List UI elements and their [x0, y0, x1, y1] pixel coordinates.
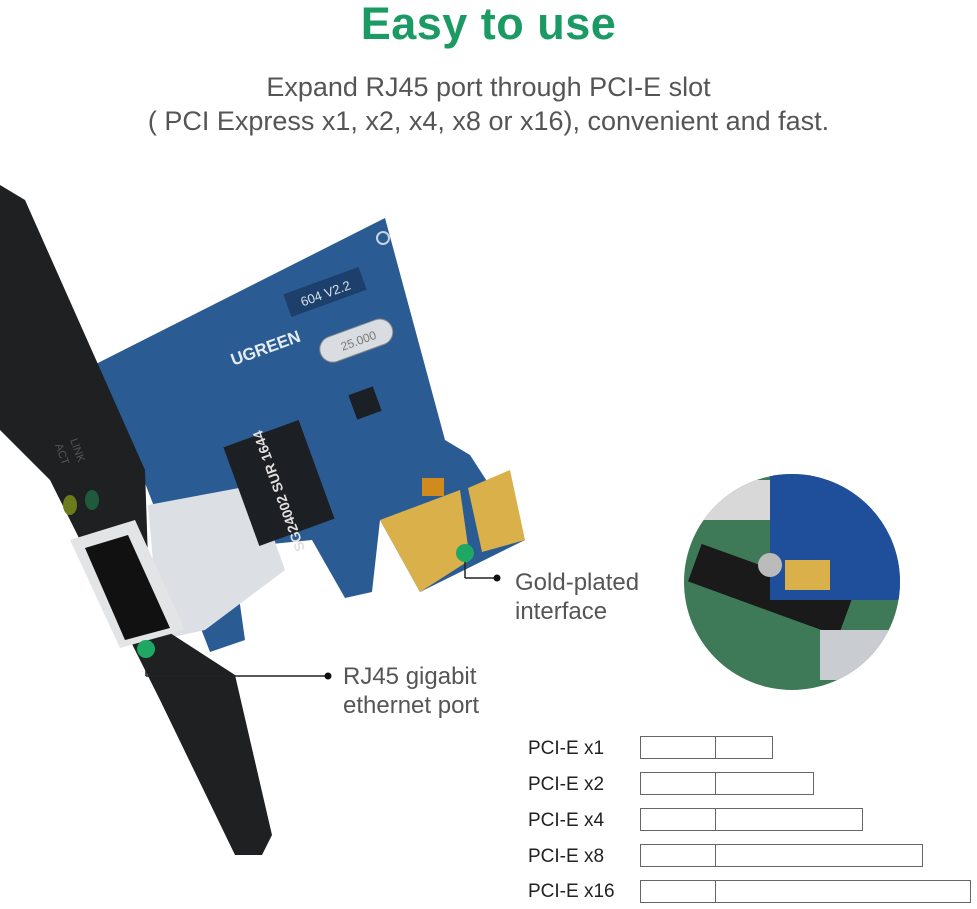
gold-callout-line-2: interface	[515, 598, 608, 625]
pcie-slot-x8	[640, 844, 923, 867]
subtitle-line-2: ( PCI Express x1, x2, x4, x8 or x16), co…	[147, 106, 830, 136]
pcie-slot-x2	[640, 772, 814, 795]
rj45-callout-dot	[137, 640, 155, 658]
act-led	[85, 490, 99, 510]
pcie-label: PCI-E x8	[528, 846, 605, 867]
motherboard-inset	[684, 474, 900, 690]
rj45-callout: RJ45 gigabit ethernet port	[343, 662, 479, 720]
pcie-label: PCI-E x1	[528, 738, 605, 759]
page-title: Easy to use	[360, 0, 617, 49]
pcie-label: PCI-E x2	[528, 774, 605, 795]
rj45-callout-line-2: ethernet port	[343, 692, 480, 719]
pcie-label: PCI-E x16	[528, 881, 615, 902]
subtitle-line-1: Expand RJ45 port through PCI-E slot	[266, 72, 711, 102]
pcie-slot-x16	[640, 880, 971, 903]
capacitor	[422, 478, 444, 496]
metal-bracket	[0, 185, 272, 855]
gold-callout-line-1: Gold-plated	[515, 569, 640, 596]
gold-callout-dot	[456, 544, 474, 562]
pcie-slot-x4	[640, 808, 863, 831]
rj45-shell	[148, 485, 285, 640]
controller-chip	[348, 386, 382, 420]
gold-callout: Gold-plated interface	[515, 568, 639, 626]
gold-fingers	[380, 490, 470, 592]
mount-hole-icon	[376, 231, 390, 245]
pcie-label: PCI-E x4	[528, 810, 605, 831]
pcie-slot-x1	[640, 736, 773, 759]
rj45-callout-line-1: RJ45 gigabit	[343, 663, 477, 690]
link-led	[63, 495, 77, 515]
